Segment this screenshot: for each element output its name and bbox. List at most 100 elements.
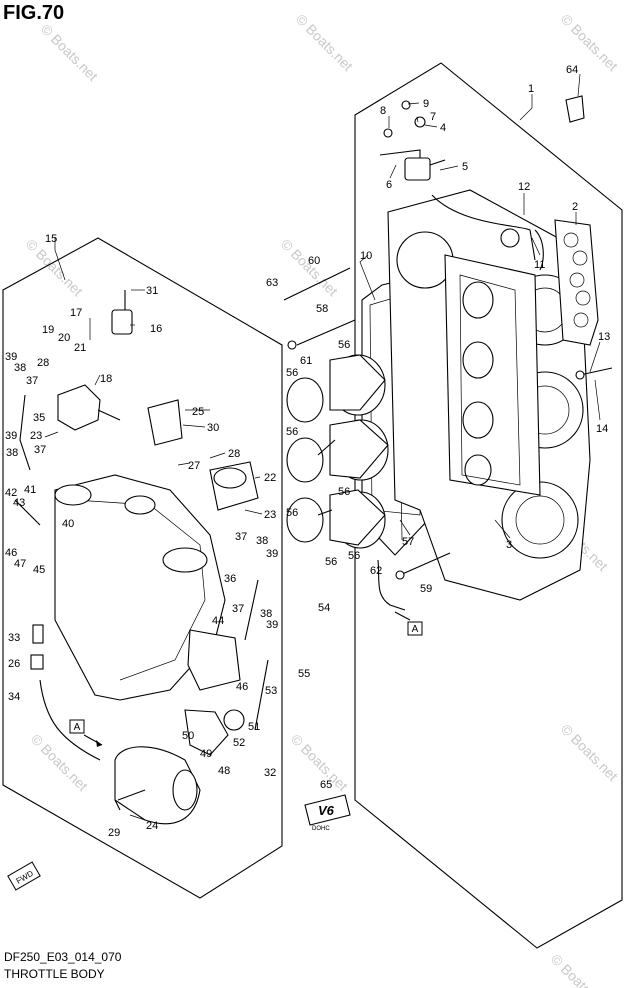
callout-number: 29 — [108, 827, 120, 839]
callout-number: 38 — [14, 362, 26, 374]
intake-funnel-group — [283, 267, 451, 580]
callout-number: 61 — [300, 355, 312, 367]
callout-number: 35 — [33, 412, 45, 424]
callout-number: 55 — [298, 668, 310, 680]
callout-number: 33 — [8, 632, 20, 644]
callout-number: 56 — [338, 486, 350, 498]
callout-number: 38 — [256, 535, 268, 547]
watermark: © Boats.net — [558, 721, 621, 784]
plenum-assembly — [14, 290, 269, 825]
callout-number: 6 — [386, 179, 392, 191]
fwd-badge: FWD — [7, 861, 41, 891]
callout-number: 56 — [286, 426, 298, 438]
callout-number: 20 — [58, 332, 70, 344]
callout-number: 40 — [62, 518, 74, 530]
callout-number: 62 — [370, 565, 382, 577]
callout-number: 30 — [207, 422, 219, 434]
callout-number: 44 — [212, 615, 224, 627]
callout-number: 28 — [37, 357, 49, 369]
callout-number: 37 — [26, 375, 38, 387]
callout-number: 38 — [6, 447, 18, 459]
watermark: © Boats.net — [548, 951, 611, 988]
callout-number: 25 — [192, 406, 204, 418]
callout-number: 56 — [325, 556, 337, 568]
callout-number: 21 — [74, 342, 86, 354]
assembly-frame-intake-manifold — [2, 237, 283, 899]
callout-number: 36 — [224, 573, 236, 585]
callout-number: 3 — [506, 539, 512, 551]
callout-number: 5 — [462, 161, 468, 173]
callout-number: 16 — [150, 323, 162, 335]
callout-number: 12 — [518, 181, 530, 193]
callout-number: 39 — [5, 430, 17, 442]
callout-number: 37 — [34, 444, 46, 456]
callout-number: 10 — [360, 250, 372, 262]
callout-number: 37 — [232, 603, 244, 615]
callout-number: 11 — [534, 259, 545, 271]
callout-number: 34 — [8, 691, 20, 703]
callout-number: 9 — [423, 98, 429, 110]
callout-number: 27 — [188, 460, 200, 472]
callout-number: 56 — [348, 550, 360, 562]
callout-number: 1 — [528, 83, 534, 95]
callout-number: 32 — [264, 767, 276, 779]
callout-number: 31 — [146, 285, 158, 297]
watermark: © Boats.net — [293, 11, 356, 74]
callout-number: 47 — [14, 558, 26, 570]
callout-number: 13 — [598, 331, 610, 343]
callout-number: 56 — [286, 367, 298, 379]
reference-label: A — [74, 722, 81, 733]
watermark: © Boats.net — [278, 236, 341, 299]
callout-number: 18 — [100, 373, 112, 385]
section-name: THROTTLE BODY — [4, 967, 105, 981]
callout-layer: 1 2 3 4 5 6 7 8 9 10 11 12 13 14 15 16 1… — [5, 64, 610, 839]
callout-number: 17 — [70, 307, 82, 319]
callout-number: 49 — [200, 748, 212, 760]
callout-number: 59 — [420, 583, 432, 595]
v6-emblem: V6 DOHC — [304, 794, 351, 832]
callout-number: 52 — [233, 737, 245, 749]
callout-number: 56 — [338, 339, 350, 351]
callout-number: 63 — [266, 277, 278, 289]
callout-number: 48 — [218, 765, 230, 777]
callout-number: 46 — [5, 547, 17, 559]
callout-number: 58 — [316, 303, 328, 315]
callout-number: 28 — [228, 448, 240, 460]
callout-number: 41 — [24, 484, 36, 496]
callout-number: 7 — [430, 111, 436, 123]
callout-number: 8 — [380, 105, 386, 117]
v6-emblem-text: V6 — [318, 803, 335, 818]
callout-number: 53 — [265, 685, 277, 697]
figure-title: FIG.70 — [3, 2, 65, 24]
callout-number: 38 — [260, 608, 272, 620]
callout-number: 60 — [308, 255, 320, 267]
callout-number: 56 — [286, 507, 298, 519]
callout-number: 39 — [266, 548, 278, 560]
callout-number: 46 — [236, 681, 248, 693]
callout-number: 4 — [440, 122, 446, 134]
callout-number: 51 — [248, 721, 260, 733]
callout-number: 50 — [182, 730, 194, 742]
callout-number: 2 — [572, 201, 578, 213]
assembly-frame-throttle-body — [354, 62, 623, 949]
callout-number: 65 — [320, 779, 332, 791]
callout-number: 64 — [566, 64, 578, 76]
v6-emblem-caption: DOHC — [312, 826, 330, 832]
reference-arrow-a-left: A — [69, 719, 103, 747]
watermark: © Boats.net — [23, 236, 86, 299]
callout-number: 37 — [235, 531, 247, 543]
callout-number: 42 — [5, 487, 17, 499]
leader-lines — [44, 73, 601, 821]
callout-number: 39 — [5, 351, 17, 363]
callout-number: 26 — [8, 658, 20, 670]
model-code: DF250_E03_014_070 — [4, 950, 122, 964]
callout-number: 19 — [42, 324, 54, 336]
reference-label: A — [412, 624, 419, 635]
callout-number: 39 — [266, 619, 278, 631]
callout-number: 45 — [33, 564, 45, 576]
callout-number: 24 — [146, 820, 158, 832]
callout-number: 14 — [596, 423, 608, 435]
callout-number: 23 — [30, 430, 42, 442]
throttle-body-assembly — [361, 95, 613, 611]
